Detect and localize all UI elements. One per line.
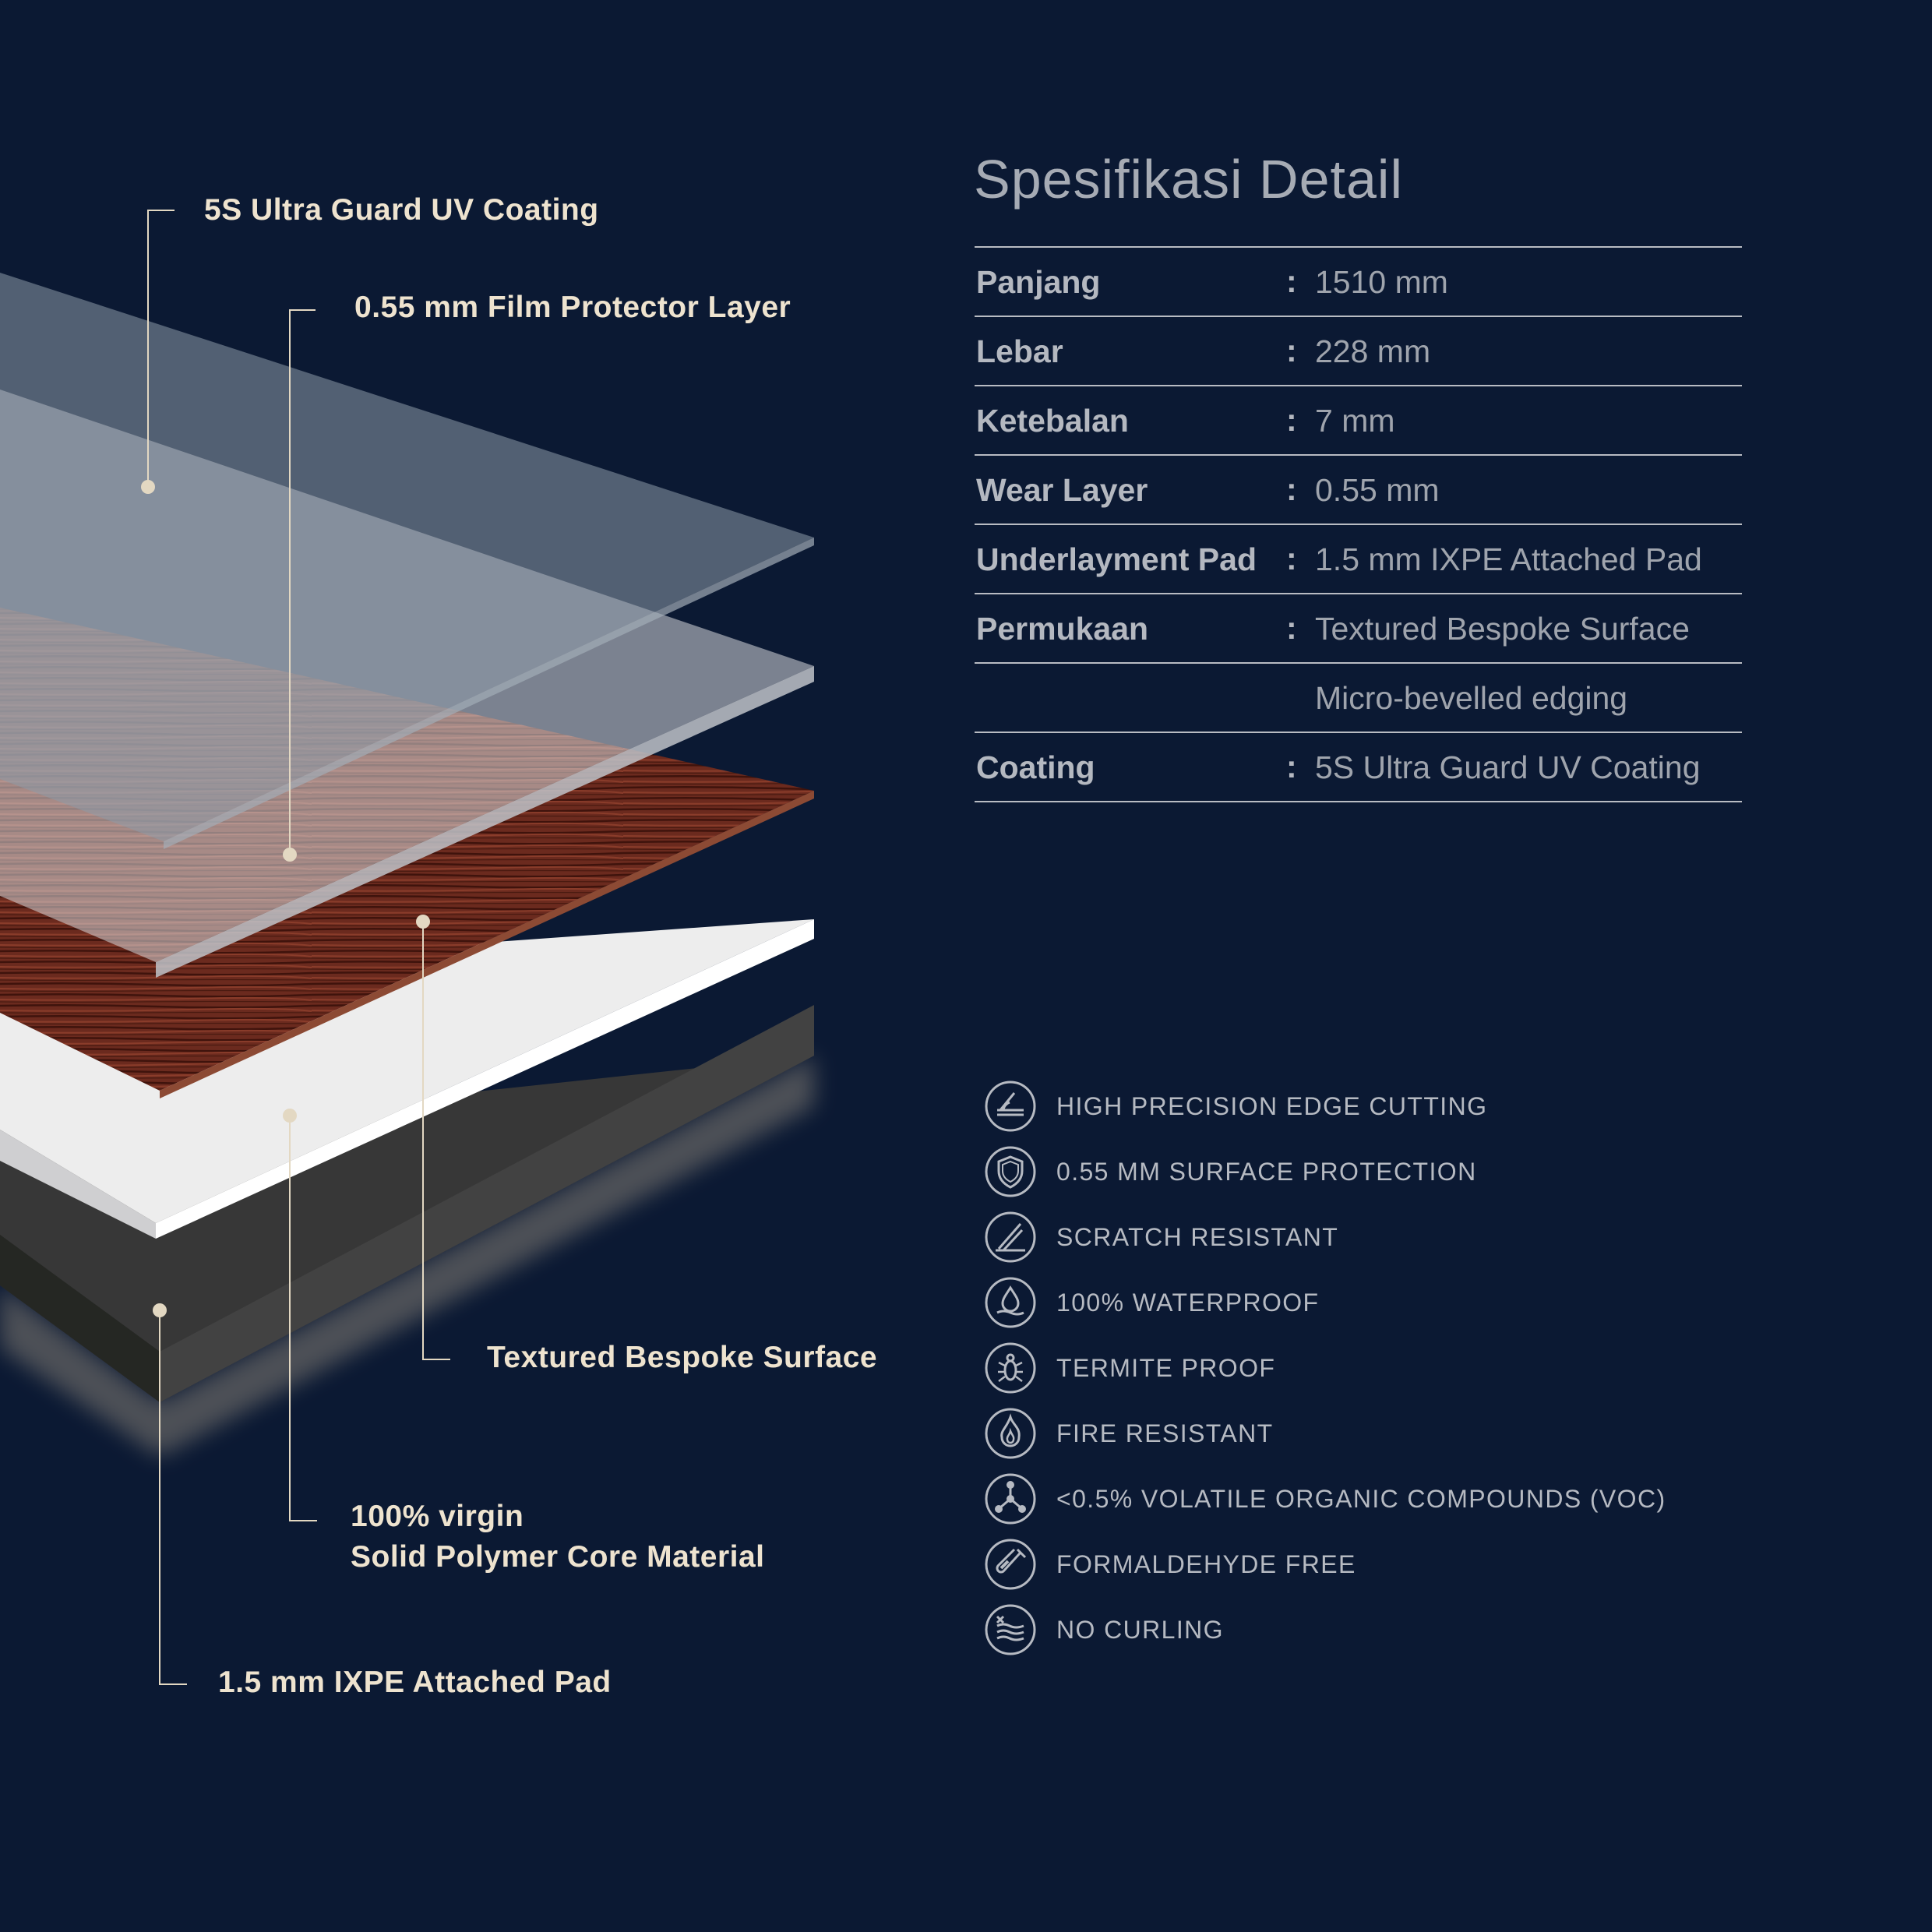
spec-label: Permukaan bbox=[976, 611, 1149, 647]
dot-uv bbox=[141, 480, 155, 494]
scratch-icon bbox=[985, 1211, 1036, 1263]
callout-core-line1: 100% virgin bbox=[351, 1500, 524, 1533]
feature-label: <0.5% VOLATILE ORGANIC COMPOUNDS (VOC) bbox=[1056, 1485, 1666, 1513]
feature-label: 100% WATERPROOF bbox=[1056, 1289, 1320, 1317]
feature-item: HIGH PRECISION EDGE CUTTING bbox=[983, 1079, 1762, 1133]
spec-value: Textured Bespoke Surface bbox=[1315, 611, 1690, 647]
dot-pad bbox=[153, 1303, 167, 1317]
spec-value: 1510 mm bbox=[1315, 264, 1448, 300]
spec-row: Permukaan : Textured Bespoke Surface bbox=[975, 594, 1742, 664]
callout-uv-coating: 5S Ultra Guard UV Coating bbox=[204, 193, 599, 227]
spec-value: Micro-bevelled edging bbox=[1315, 680, 1628, 716]
feature-item: SCRATCH RESISTANT bbox=[983, 1210, 1762, 1264]
spec-label: Underlayment Pad bbox=[976, 541, 1257, 577]
spec-colon: : bbox=[1286, 263, 1297, 299]
spec-label: Lebar bbox=[976, 333, 1063, 369]
spec-row: Underlayment Pad : 1.5 mm IXPE Attached … bbox=[975, 525, 1742, 594]
spec-value: 7 mm bbox=[1315, 403, 1395, 439]
ixpe-pad-layer bbox=[0, 1005, 814, 1457]
dot-wood bbox=[416, 915, 430, 929]
feature-item: FIRE RESISTANT bbox=[983, 1406, 1762, 1461]
spec-label: Panjang bbox=[976, 264, 1101, 300]
spec-value: 5S Ultra Guard UV Coating bbox=[1315, 749, 1701, 785]
dot-film bbox=[283, 848, 297, 862]
spec-value: 1.5 mm IXPE Attached Pad bbox=[1315, 541, 1702, 577]
spec-colon: : bbox=[1286, 610, 1297, 646]
spec-row: Wear Layer : 0.55 mm bbox=[975, 456, 1742, 525]
termite-icon bbox=[985, 1342, 1036, 1394]
shield-icon bbox=[985, 1146, 1036, 1197]
feature-label: NO CURLING bbox=[1056, 1616, 1224, 1644]
callout-core-material: 100% virgin Solid Polymer Core Material bbox=[351, 1497, 765, 1578]
feature-label: HIGH PRECISION EDGE CUTTING bbox=[1056, 1092, 1488, 1120]
leader-film bbox=[289, 309, 316, 855]
callout-textured-surface: Textured Bespoke Surface bbox=[487, 1341, 878, 1374]
spec-row: Ketebalan : 7 mm bbox=[975, 386, 1742, 456]
spec-label: Wear Layer bbox=[976, 472, 1148, 508]
feature-item: NO CURLING bbox=[983, 1602, 1762, 1657]
callout-core-line2: Solid Polymer Core Material bbox=[351, 1540, 765, 1574]
leader-wood bbox=[422, 922, 450, 1360]
leader-dots bbox=[141, 480, 430, 1317]
spec-colon: : bbox=[1286, 402, 1297, 438]
flame-icon bbox=[985, 1408, 1036, 1459]
spec-row: Lebar : 228 mm bbox=[975, 317, 1742, 386]
feature-item: FORMALDEHYDE FREE bbox=[983, 1537, 1762, 1592]
feature-label: SCRATCH RESISTANT bbox=[1056, 1223, 1339, 1251]
spec-colon: : bbox=[1286, 471, 1297, 507]
polymer-core-layer bbox=[0, 857, 814, 1239]
dot-core bbox=[283, 1109, 297, 1123]
spec-colon: : bbox=[1286, 749, 1297, 784]
spec-row: Coating : 5S Ultra Guard UV Coating bbox=[975, 733, 1742, 802]
spec-label: Coating bbox=[976, 749, 1095, 785]
callout-film-protector: 0.55 mm Film Protector Layer bbox=[354, 291, 791, 324]
spec-row: Micro-bevelled edging bbox=[975, 664, 1742, 733]
feature-item: TERMITE PROOF bbox=[983, 1341, 1762, 1395]
spec-label: Ketebalan bbox=[976, 403, 1129, 439]
spec-title: Spesifikasi Detail bbox=[974, 149, 1403, 210]
spec-colon: : bbox=[1286, 333, 1297, 368]
feature-item: 0.55 MM SURFACE PROTECTION bbox=[983, 1144, 1762, 1199]
water-drop-icon bbox=[985, 1277, 1036, 1328]
feature-item: <0.5% VOLATILE ORGANIC COMPOUNDS (VOC) bbox=[983, 1472, 1762, 1526]
feature-label: FORMALDEHYDE FREE bbox=[1056, 1550, 1356, 1578]
feature-label: 0.55 MM SURFACE PROTECTION bbox=[1056, 1158, 1477, 1186]
leader-core bbox=[289, 1116, 317, 1521]
feature-item: 100% WATERPROOF bbox=[983, 1275, 1762, 1330]
uv-coating-layer bbox=[0, 273, 814, 849]
callout-ixpe-pad: 1.5 mm IXPE Attached Pad bbox=[218, 1666, 612, 1699]
leader-lines bbox=[147, 210, 450, 1685]
spec-row: Panjang : 1510 mm bbox=[975, 248, 1742, 317]
leader-uv bbox=[147, 210, 175, 487]
feature-label: FIRE RESISTANT bbox=[1056, 1419, 1274, 1447]
feature-label: TERMITE PROOF bbox=[1056, 1354, 1276, 1382]
spec-value: 228 mm bbox=[1315, 333, 1431, 369]
test-tube-icon bbox=[985, 1539, 1036, 1590]
spec-table: Panjang : 1510 mm Lebar : 228 mm Ketebal… bbox=[975, 246, 1742, 802]
edge-cutting-icon bbox=[985, 1081, 1036, 1132]
spec-colon: : bbox=[1286, 541, 1297, 576]
leader-pad bbox=[159, 1310, 187, 1685]
spec-value: 0.55 mm bbox=[1315, 472, 1440, 508]
no-curling-icon bbox=[985, 1604, 1036, 1655]
molecule-icon bbox=[985, 1473, 1036, 1525]
